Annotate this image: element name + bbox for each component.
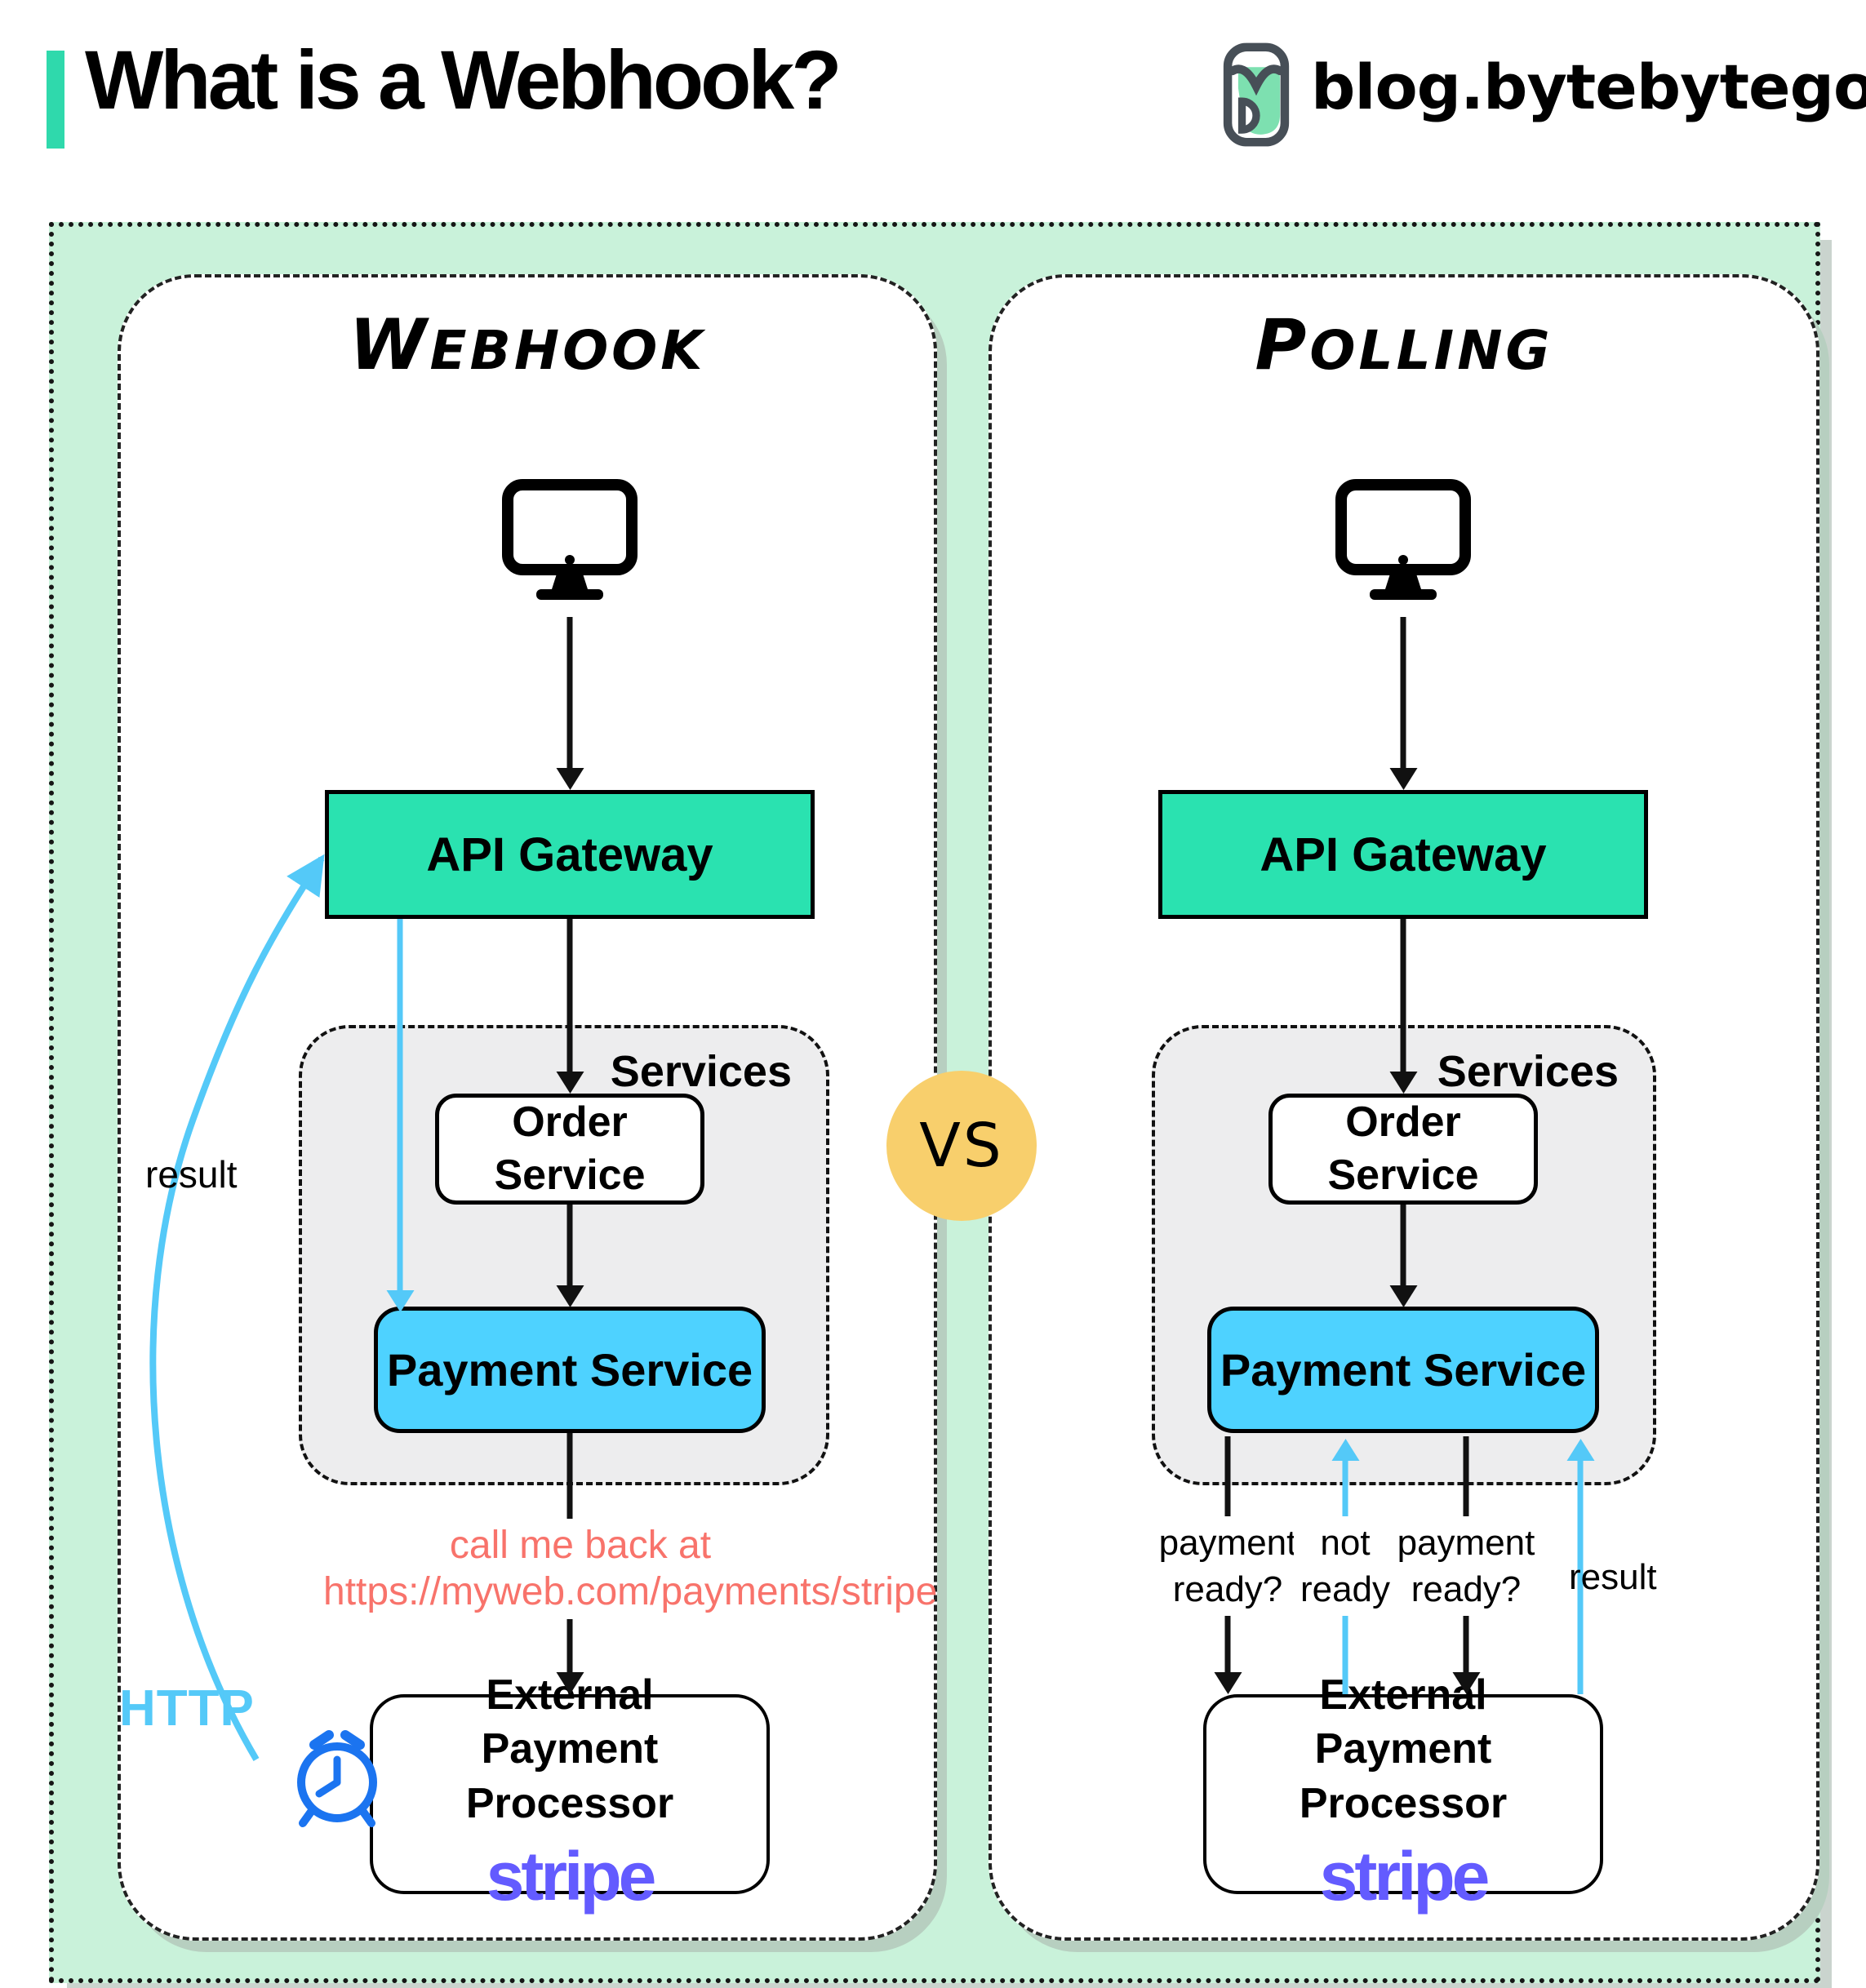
alarm-clock-icon	[297, 1730, 377, 1827]
arrow-result-polling	[1577, 1461, 1584, 1694]
http-label: HTTP	[119, 1680, 255, 1737]
arrow-client-to-gateway	[566, 617, 573, 768]
not-ready-label: not ready	[1293, 1516, 1397, 1617]
diagram-board: Webhook Polling API Gateway Services Ord…	[49, 222, 1820, 1983]
payment-ready-label-1: payment ready?	[1152, 1516, 1304, 1617]
not-ready-line1: not	[1320, 1523, 1371, 1563]
bytebytego-logo-icon	[1223, 42, 1290, 147]
payment-ready-1-line2: ready?	[1172, 1569, 1283, 1610]
services-label: Services	[1437, 1047, 1619, 1096]
payment-ready-label-2: payment ready?	[1390, 1516, 1542, 1617]
monitor-icon	[502, 479, 638, 600]
callback-note: call me back at https://myweb.com/paymen…	[323, 1523, 938, 1615]
line-payment-to-callback	[566, 1433, 573, 1519]
arrow-client-to-gateway	[1400, 617, 1406, 768]
payment-ready-2-line2: ready?	[1411, 1569, 1522, 1610]
external-processor-node-webhook: External Payment Processor stripe	[370, 1671, 770, 1915]
stripe-logo: stripe	[486, 1837, 657, 1915]
polling-panel-title: Polling	[1255, 304, 1553, 386]
arrow-order-to-payment	[1400, 1205, 1406, 1285]
vs-badge: VS	[886, 1071, 1037, 1221]
external-label-line2: Payment Processor	[1299, 1725, 1508, 1828]
arrow-order-to-payment	[566, 1205, 573, 1285]
result-label-webhook: result	[145, 1153, 238, 1196]
arrow-callback-to-external	[566, 1619, 573, 1672]
api-gateway-node: API Gateway	[1158, 790, 1648, 919]
external-label-line2: Payment Processor	[465, 1725, 674, 1828]
payment-ready-2-line1: payment	[1397, 1523, 1535, 1563]
stripe-logo: stripe	[1319, 1837, 1491, 1915]
payment-service-node: Payment Service	[1207, 1307, 1599, 1433]
result-label-polling: result	[1569, 1557, 1657, 1597]
webhook-panel-title: Webhook	[349, 304, 706, 386]
api-gateway-label: API Gateway	[1260, 828, 1547, 881]
monitor-icon	[1335, 479, 1471, 600]
payment-service-label: Payment Service	[1220, 1344, 1587, 1396]
vs-label: VS	[919, 1111, 1004, 1181]
payment-service-node: Payment Service	[374, 1307, 766, 1433]
callback-note-line1: call me back at	[449, 1524, 712, 1567]
services-label: Services	[610, 1047, 792, 1096]
site-url: blog.bytebytego.com	[1311, 51, 1866, 123]
arrow-gateway-to-payment-webhook	[397, 919, 403, 1290]
not-ready-line2: ready	[1300, 1569, 1391, 1610]
api-gateway-node: API Gateway	[325, 790, 815, 919]
order-service-node: Order Service	[1268, 1094, 1538, 1205]
payment-service-label: Payment Service	[386, 1344, 753, 1396]
external-processor-node-polling: External Payment Processor stripe	[1203, 1671, 1603, 1915]
order-service-label-line2: Service	[1327, 1152, 1479, 1199]
payment-ready-1-line1: payment	[1158, 1523, 1297, 1563]
order-service-label-line1: Order	[1345, 1098, 1461, 1146]
callback-note-line2: https://myweb.com/payments/stripe	[323, 1569, 938, 1613]
arrow-gateway-to-order	[1400, 919, 1406, 1072]
page-title: What is a Webhook?	[85, 33, 842, 126]
order-service-label-line2: Service	[494, 1152, 646, 1199]
order-service-label-line1: Order	[512, 1098, 628, 1146]
title-accent-bar	[47, 51, 64, 149]
order-service-node: Order Service	[435, 1094, 704, 1205]
api-gateway-label: API Gateway	[426, 828, 713, 881]
arrow-gateway-to-order	[566, 919, 573, 1072]
